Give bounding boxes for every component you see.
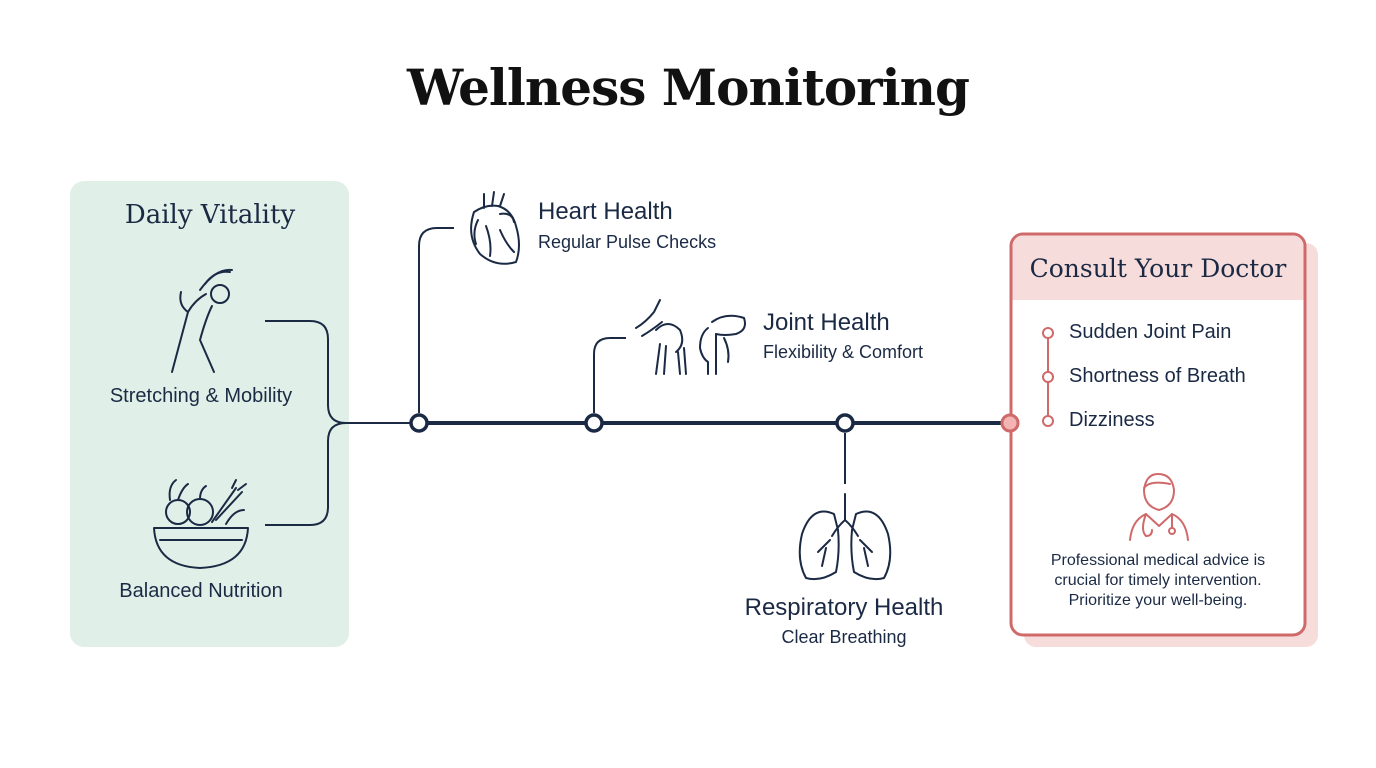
warning-dot <box>1042 415 1054 427</box>
nutrition-label: Balanced Nutrition <box>119 580 283 602</box>
daily-vitality-title: Daily Vitality <box>124 200 296 230</box>
advice-line: crucial for timely intervention. <box>1054 572 1262 589</box>
joint-node <box>584 413 604 433</box>
warning-item: Sudden Joint Pain <box>1069 321 1232 343</box>
heart-node <box>409 413 429 433</box>
stretching-label: Stretching & Mobility <box>109 385 293 407</box>
advice-line: Professional medical advice is <box>1050 552 1266 569</box>
warning-dot <box>1042 371 1054 383</box>
doctor-card <box>1009 232 1307 637</box>
doctor-node <box>1000 413 1020 433</box>
doctor-icon <box>1129 473 1189 541</box>
heart-connector <box>418 227 454 413</box>
respiratory-health-title: Respiratory Health <box>744 594 944 621</box>
food-bowl-icon <box>153 479 249 569</box>
heart-health-title: Heart Health <box>538 198 673 225</box>
heart-health-subtitle: Regular Pulse Checks <box>538 232 717 252</box>
respiratory-health-subtitle: Clear Breathing <box>781 627 907 647</box>
joint-health-subtitle: Flexibility & Comfort <box>763 342 924 362</box>
joints-icon <box>635 299 746 375</box>
warning-item: Dizziness <box>1069 409 1155 431</box>
warning-item: Shortness of Breath <box>1069 365 1246 387</box>
page-title: Wellness Monitoring <box>407 58 970 117</box>
nutrition-connector <box>265 422 347 526</box>
stretching-person-icon <box>171 268 233 373</box>
heart-icon <box>470 191 520 265</box>
warning-dot <box>1042 327 1054 339</box>
advice-line: Prioritize your well-being. <box>1068 592 1248 609</box>
respiratory-node <box>835 413 855 433</box>
joint-connector <box>593 337 626 413</box>
lungs-icon <box>798 493 892 581</box>
doctor-card-title: Consult Your Doctor <box>1029 254 1287 283</box>
daily-vitality-panel <box>70 181 349 647</box>
stretching-connector <box>265 320 420 424</box>
doctor-card-header <box>1012 235 1304 300</box>
doctor-advice-note: Professional medical advice is crucial f… <box>1022 551 1294 611</box>
joint-health-title: Joint Health <box>763 309 890 336</box>
